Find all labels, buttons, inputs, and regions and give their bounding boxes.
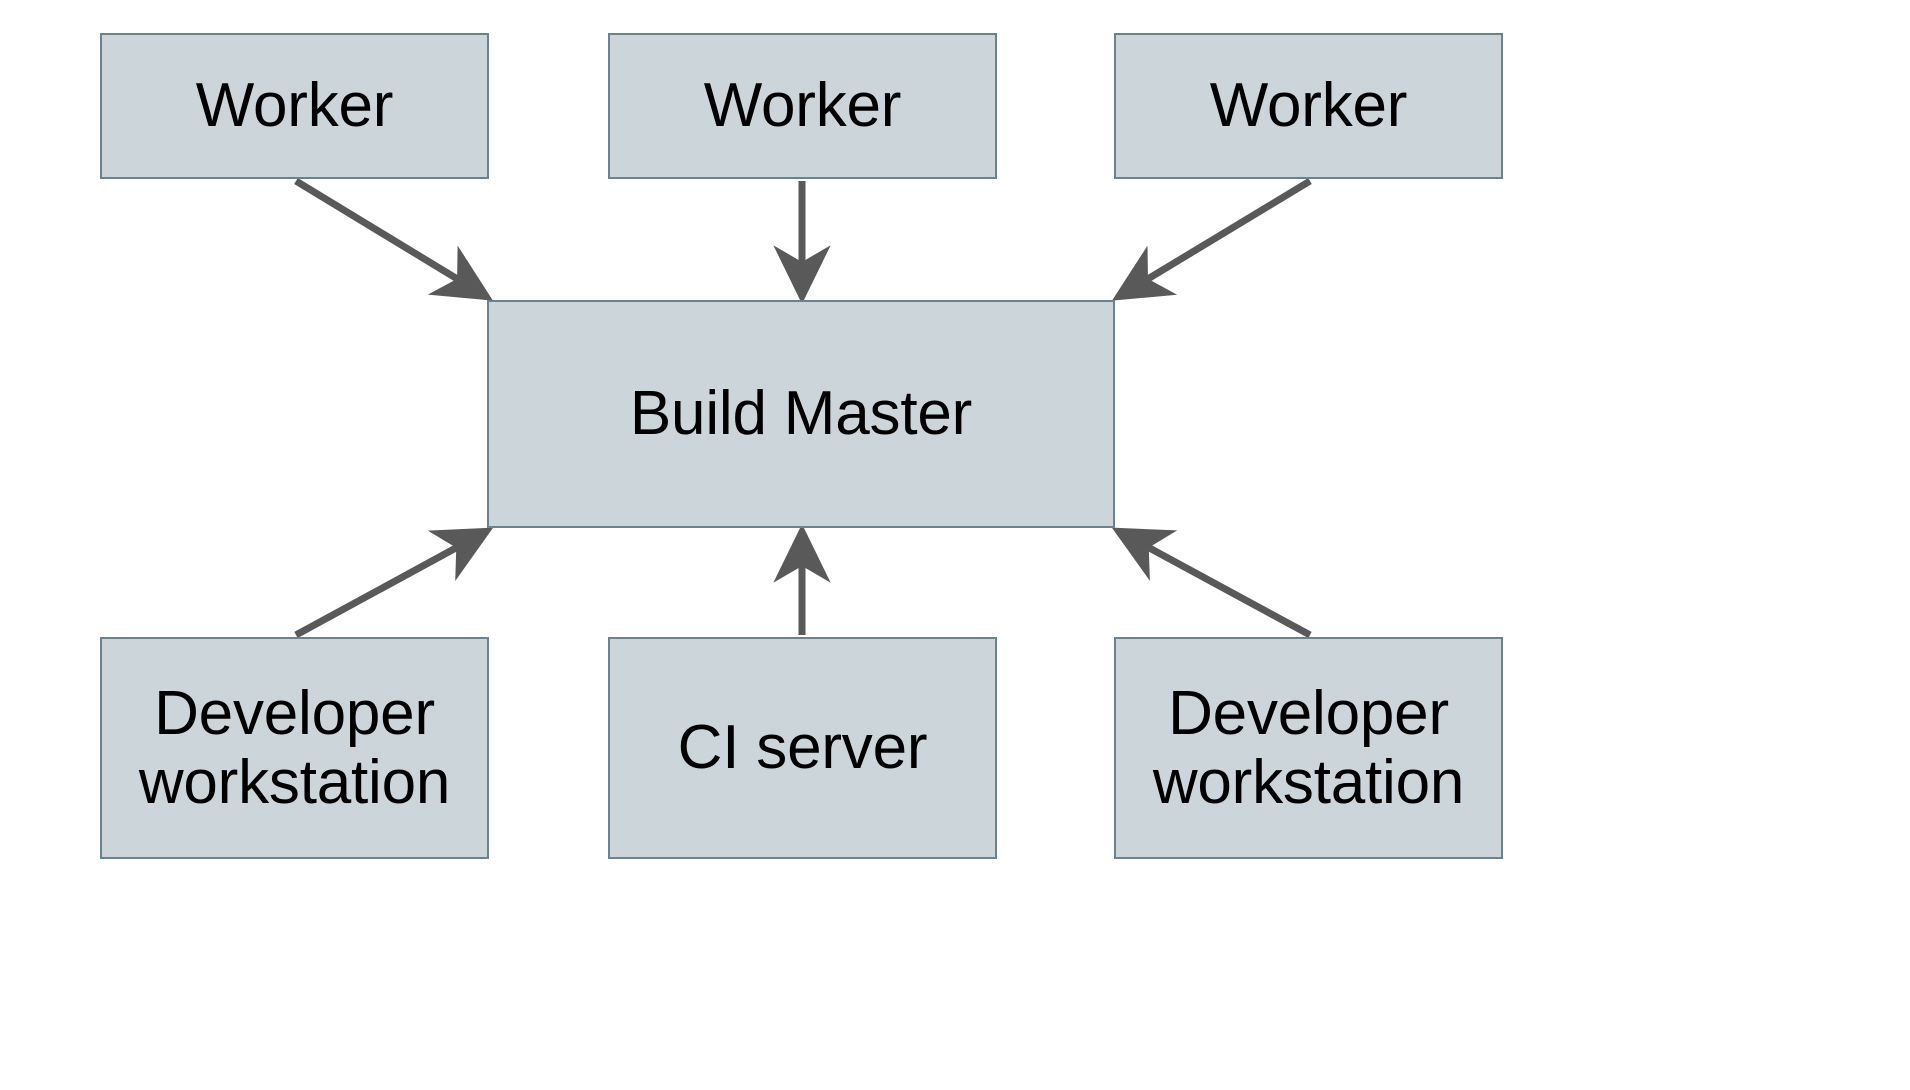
node-developer-workstation-left[interactable]: Developer workstation [100,637,489,859]
node-worker-3[interactable]: Worker [1114,33,1503,179]
edge-dev-1-to-master [294,527,494,639]
edge-worker-1-to-master [294,178,493,301]
node-worker-1[interactable]: Worker [100,33,489,179]
node-label: Worker [195,71,394,141]
edge-worker-3-to-master [1112,178,1312,301]
node-build-master[interactable]: Build Master [487,300,1115,528]
node-ci-server[interactable]: CI server [608,637,997,859]
edge-dev-2-to-master [1111,527,1312,639]
node-label: CI server [677,713,928,783]
node-label: Worker [1209,71,1408,141]
node-label: Build Master [629,379,973,449]
node-worker-2[interactable]: Worker [608,33,997,179]
node-developer-workstation-right[interactable]: Developer workstation [1114,637,1503,859]
node-label: Worker [703,71,902,141]
node-label: Developer workstation [138,678,451,817]
node-label: Developer workstation [1152,678,1465,817]
